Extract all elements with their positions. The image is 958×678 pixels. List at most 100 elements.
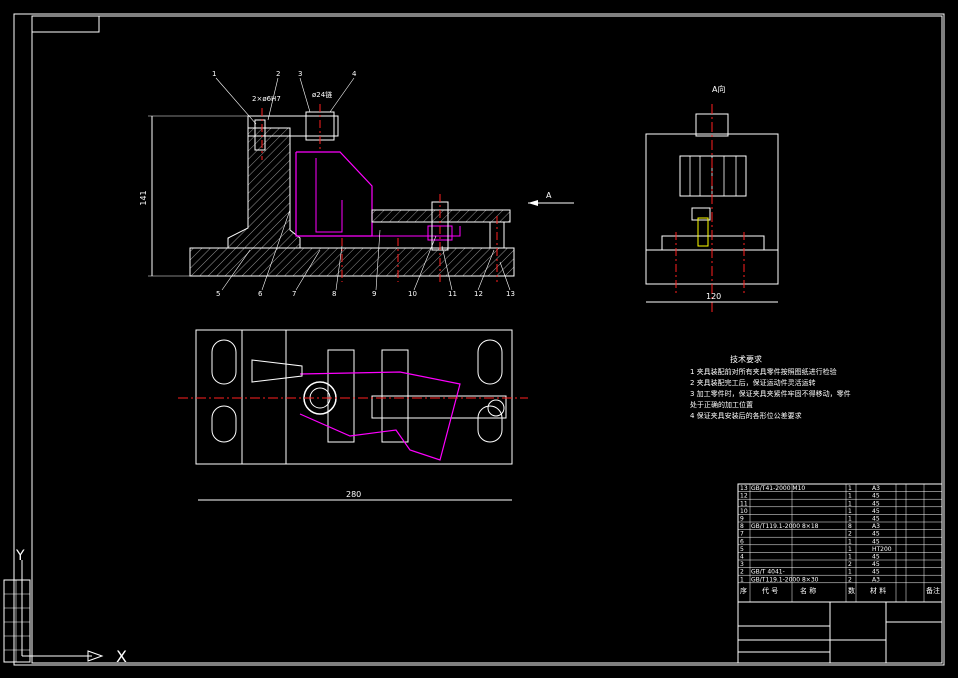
plan-workpiece: [299, 371, 461, 461]
plan-lever: [371, 395, 507, 419]
callout-8: 8: [332, 290, 336, 298]
side-screw: [697, 217, 709, 247]
bom-qty: 1: [848, 500, 852, 507]
bom-header-cell: 序: [740, 586, 747, 595]
workpiece-arm: [340, 226, 461, 237]
front-section-view: 141 2×ø6H7 ø24链 A 1 2 3 4 5 6 7 8 9 10: [139, 70, 574, 298]
bom-qty: 1: [848, 538, 852, 545]
callout-numbers: 1 2 3 4 5 6 7 8 9 10 11 12 13: [212, 70, 515, 298]
left-strip-lines: [4, 580, 30, 662]
callout-11: 11: [448, 290, 457, 298]
bom-mat: A3: [872, 576, 880, 583]
bom-qty: 1: [848, 508, 852, 515]
bom-mat: 45: [872, 493, 880, 500]
inner-border: [31, 15, 943, 664]
bom-qty: 2: [848, 531, 852, 538]
plan-column: [241, 329, 287, 465]
callout-9: 9: [372, 290, 376, 298]
view-arrow-head: [528, 200, 538, 206]
bom-no: 6: [740, 538, 744, 545]
bom-mat: 45: [872, 569, 880, 576]
bom-qty: 2: [848, 576, 852, 583]
slot-bottom-right: [477, 405, 503, 443]
tech-requirements: 技术要求 1 夹具装配前对所有夹具零件按照图纸进行检验 2 夹具装配完工后，保证…: [690, 354, 851, 420]
base-plate: [189, 247, 515, 277]
a-view-label: A向: [712, 84, 725, 94]
bom-no: 3: [740, 561, 744, 568]
plan-view: 280: [178, 329, 528, 501]
bom-mat: 45: [872, 554, 880, 561]
bom-qty: 1: [848, 485, 852, 492]
side-nut: [691, 207, 711, 221]
left-strip-box: [3, 579, 31, 663]
plan-base: [195, 329, 513, 465]
title-block-border: [737, 601, 943, 664]
bom-code: GB/T119.1-2000 8×18: [751, 523, 819, 530]
bom-header-cell: 材 料: [870, 586, 886, 595]
bom-code: GB/T 4041-: [751, 569, 785, 576]
callout-1: 1: [212, 70, 216, 78]
clamp-plate: [371, 209, 511, 223]
bom-no: 1: [740, 576, 744, 583]
bom-qty: 1: [848, 516, 852, 523]
width-plan-text: 280: [346, 490, 361, 499]
y-axis-label: Y: [15, 548, 25, 564]
bom-qty: 1: [848, 493, 852, 500]
tech-item-3b: 处于正确的加工位置: [690, 400, 753, 409]
pin-1: [254, 119, 266, 151]
bom-header-cell: 名 称: [800, 586, 816, 595]
bom-mat: A3: [872, 485, 880, 492]
title-block: [737, 601, 943, 664]
slot-bottom-left: [211, 405, 237, 443]
bom-code: GB/T119.1-2000 8×30: [751, 576, 819, 583]
outer-border: [13, 13, 945, 666]
tech-item-4: 4 保证夹具安装后的各形位公差要求: [690, 411, 802, 420]
tech-item-2: 2 夹具装配完工后，保证运动件灵活运转: [690, 378, 816, 387]
callout-10: 10: [408, 290, 417, 298]
side-view-a: A向 120: [645, 84, 779, 314]
slot-top-right: [477, 339, 503, 385]
bom-header-cell: 数: [848, 586, 855, 595]
corner-label-box: [31, 15, 100, 33]
view-arrow-label: A: [546, 191, 552, 200]
callout-2: 2: [276, 70, 280, 78]
bom-mat: 45: [872, 538, 880, 545]
side-block: [679, 155, 747, 197]
bom-no: 5: [740, 546, 744, 553]
tech-title: 技术要求: [730, 354, 762, 364]
bom-code: GB/T41-2000 M10: [751, 485, 805, 492]
bom-qty: 8: [848, 523, 852, 530]
fit-dim-text: 2×ø6H7: [252, 95, 281, 103]
bom-no: 10: [740, 508, 748, 515]
bom-no: 8: [740, 523, 744, 530]
tech-item-1: 1 夹具装配前对所有夹具零件按照图纸进行检验: [690, 367, 837, 376]
bom-header-cell: 备注: [926, 586, 940, 595]
bom-mat: 45: [872, 516, 880, 523]
callout-3: 3: [298, 70, 302, 78]
plan-lever-pin: [487, 399, 505, 417]
vertical-column: [227, 127, 301, 249]
bom-mat: 45: [872, 500, 880, 507]
callout-7: 7: [292, 290, 296, 298]
bom-mat: A3: [872, 523, 880, 530]
bom-mat: 45: [872, 508, 880, 515]
width-side-text: 120: [706, 292, 721, 301]
bom-qty: 1: [848, 546, 852, 553]
bom-no: 4: [740, 554, 744, 561]
tech-item-3: 3 加工零件时，保证夹具夹紧件牢固不得移动，零件: [690, 389, 851, 398]
plan-clamp-left: [327, 349, 355, 443]
workpiece-inner: [315, 158, 343, 233]
bom-qty: 2: [848, 561, 852, 568]
slot-top-left: [211, 339, 237, 385]
plan-taper: [251, 359, 303, 383]
bom-no: 13: [740, 485, 748, 492]
callout-4: 4: [352, 70, 357, 78]
bom-header-cell: 代 号: [762, 586, 778, 595]
bom-no: 7: [740, 531, 744, 538]
ref-dim-text: ø24链: [312, 90, 332, 99]
bom-no: 9: [740, 516, 744, 523]
bom-mat: 45: [872, 561, 880, 568]
